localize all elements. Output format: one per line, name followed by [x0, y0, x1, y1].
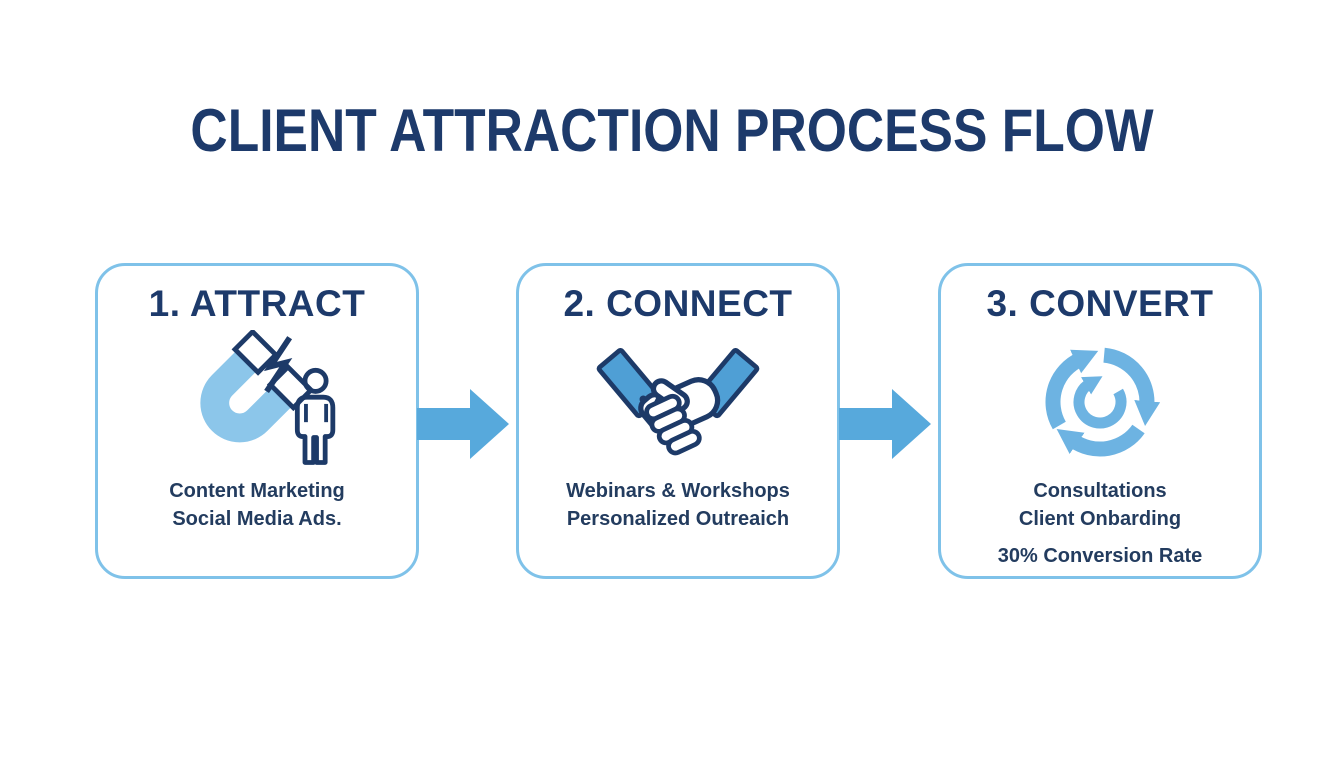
conversion-rate-stat: 30% Conversion Rate — [997, 545, 1203, 567]
detail-line: Social Media Ads. — [172, 508, 342, 530]
flow-arrow-right-icon — [417, 389, 509, 459]
step-details-connect: Webinars & Workshops Personalized Outrea… — [519, 477, 837, 533]
step-heading-convert: 3. CONVERT — [986, 283, 1214, 324]
cycle-arrows-icon — [941, 327, 1259, 477]
step-box-convert: 3. CONVERT Consultations Client Onb — [938, 263, 1262, 579]
flow-arrow-right-icon — [839, 389, 931, 459]
detail-line: Webinars & Workshops — [566, 480, 790, 502]
detail-line: Client Onbarding — [1018, 508, 1182, 530]
step-box-attract: 1. ATTRACT Content Marketing Social — [95, 263, 419, 579]
step-heading-connect: 2. CONNECT — [563, 283, 793, 324]
detail-line: Content Marketing — [169, 480, 345, 502]
step-heading-attract: 1. ATTRACT — [148, 283, 366, 324]
detail-line: Personalized Outreaich — [566, 508, 790, 530]
magnet-attracting-person-icon — [98, 327, 416, 477]
handshake-icon — [519, 327, 837, 477]
step-details-attract: Content Marketing Social Media Ads. — [98, 477, 416, 533]
detail-line: Consultations — [1033, 480, 1167, 502]
step-box-connect: 2. CONNECT Webinars & — [516, 263, 840, 579]
step-details-convert: Consultations Client Onbarding — [941, 477, 1259, 533]
diagram-title: CLIENT ATTRACTION PROCESS FLOW — [190, 97, 1154, 164]
